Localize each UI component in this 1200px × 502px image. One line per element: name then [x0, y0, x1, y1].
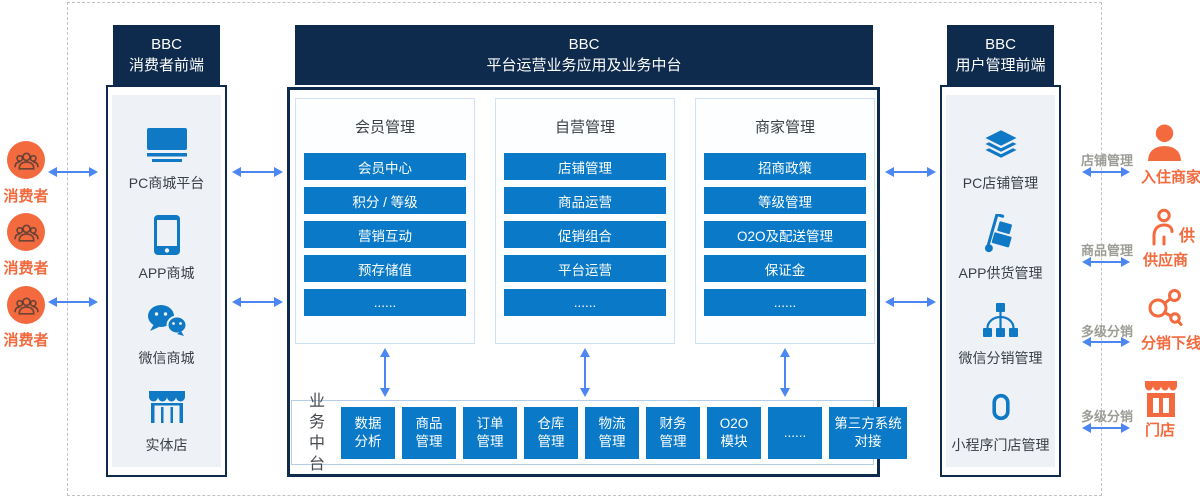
arrow-admin-to-store-icon [1090, 427, 1122, 429]
supplier-side-char: 供 [1179, 228, 1196, 245]
middle-platform-label: 业务 中台 [309, 392, 326, 473]
arrow-column-to-platform-icon [584, 356, 586, 389]
consumers-icon [7, 286, 45, 324]
arrow-column-to-platform-icon [384, 356, 386, 389]
platform-center-header: BBC 平台运营业务应用及业务中台 [295, 25, 873, 85]
wechat-mall-icon [112, 300, 221, 340]
panel-item-app-supply: APP供货管理 [946, 214, 1055, 283]
panel-item-label: 微信分销管理 [958, 350, 1043, 366]
store-label: 门店 [1145, 422, 1176, 439]
arrow-center-to-admin-icon [893, 301, 928, 303]
module-chip: 会员中心 [304, 153, 466, 180]
supplier-label: 供应商 [1143, 252, 1189, 269]
panel-item-label: APP商城 [138, 265, 195, 281]
merchant-icon [1146, 123, 1183, 167]
consumer-frontend-panel: PC商城平台 APP商城 [106, 85, 227, 477]
consumers-icon [7, 141, 45, 179]
layers-icon [946, 125, 1055, 165]
panel-item-label: PC店铺管理 [962, 175, 1039, 191]
panel-item-label: 微信商城 [138, 350, 195, 366]
merchant-label: 入住商家 [1141, 169, 1200, 186]
arrow-column-to-platform-icon [784, 356, 786, 389]
panel-item-app-mall: APP商城 [112, 215, 221, 283]
diagram-boundary [67, 2, 1102, 496]
hierarchy-icon [946, 300, 1055, 340]
panel-item-miniprogram-store: 小程序门店管理 [946, 387, 1055, 455]
arrow-admin-to-supplier-icon [1090, 261, 1122, 263]
panel-item-wechat-distribution: 微信分销管理 [946, 300, 1055, 368]
arrow-caption: 店铺管理 [1080, 153, 1133, 168]
platform-module: 财务 管理 [646, 406, 701, 459]
module-chip: 预存储值 [304, 255, 466, 282]
distributor-label: 分销下线 [1141, 335, 1200, 352]
panel-item-pc-mall: PC商城平台 [112, 125, 221, 193]
share-icon [1147, 289, 1183, 332]
middle-platform-row: 业务 中台 数据 分析 商品 管理 订单 管理 仓库 管理 物流 管理 财务 管… [291, 393, 908, 473]
module-chip: ...... [304, 289, 466, 316]
column-title: 商家管理 [754, 118, 815, 136]
arrow-admin-to-distributor-icon [1090, 341, 1122, 343]
module-chip: ...... [704, 289, 866, 316]
app-mall-icon [112, 215, 221, 255]
self-operation-column: 自营管理 店铺管理 商品运营 促销组合 平台运营 ...... [495, 98, 675, 344]
platform-module: 仓库 管理 [524, 406, 579, 459]
consumer-label: 消费者 [3, 260, 49, 277]
module-chip: 保证金 [704, 255, 866, 282]
panel-item-label: 实体店 [145, 437, 188, 453]
panel-item-label: PC商城平台 [128, 175, 205, 191]
module-chip: 积分 / 等级 [304, 187, 466, 214]
platform-center-panel: 会员管理 会员中心 积分 / 等级 营销互动 预存储值 ...... 自营管理 … [287, 87, 908, 477]
module-chip: 商品运营 [504, 187, 666, 214]
consumer-label: 消费者 [3, 188, 49, 205]
platform-module: 商品 管理 [402, 406, 457, 459]
panel-item-label: APP供货管理 [958, 265, 1043, 281]
user-admin-frontend-panel: PC店铺管理 APP供货管理 [940, 85, 1061, 477]
consumer-frontend-panel-inner: PC商城平台 APP商城 [112, 95, 221, 467]
module-chip: 等级管理 [704, 187, 866, 214]
pc-mall-icon [112, 125, 221, 165]
platform-module: 物流 管理 [585, 406, 640, 459]
store-front-icon [112, 387, 221, 427]
arrow-frontend-to-center-icon [240, 171, 275, 173]
column-title: 自营管理 [554, 118, 615, 136]
arrow-caption: 多级分销 [1080, 409, 1133, 424]
arrow-consumer-to-frontend-icon [56, 301, 90, 303]
consumers-icon [7, 213, 45, 251]
miniprogram-icon [946, 387, 1055, 427]
platform-module: 第三方系统 对接 [829, 406, 908, 459]
arrow-center-to-admin-icon [893, 171, 928, 173]
platform-module: 订单 管理 [463, 406, 518, 459]
platform-module: 数据 分析 [341, 406, 396, 459]
platform-module: ...... [768, 406, 823, 459]
trolley-icon [946, 214, 1055, 255]
supplier-icon [1147, 208, 1177, 253]
arrow-caption: 商品管理 [1080, 243, 1133, 258]
arrow-caption: 多级分销 [1080, 324, 1133, 339]
arrow-admin-to-merchant-icon [1090, 171, 1122, 173]
merchant-management-column: 商家管理 招商政策 等级管理 O2O及配送管理 保证金 ...... [695, 98, 875, 344]
panel-item-wechat-mall: 微信商城 [112, 300, 221, 368]
module-chip: ...... [504, 289, 666, 316]
arrow-consumer-to-frontend-icon [56, 171, 90, 173]
panel-item-physical-store: 实体店 [112, 387, 221, 455]
shop-icon [1142, 379, 1180, 424]
user-admin-frontend-header: BBC 用户管理前端 [947, 25, 1054, 85]
platform-module: O2O 模块 [707, 406, 762, 459]
consumer-label: 消费者 [3, 332, 49, 349]
panel-item-pc-shop: PC店铺管理 [946, 125, 1055, 193]
module-chip: 平台运营 [504, 255, 666, 282]
user-admin-panel-inner: PC店铺管理 APP供货管理 [946, 95, 1055, 467]
arrow-frontend-to-center-icon [240, 301, 275, 303]
member-management-column: 会员管理 会员中心 积分 / 等级 营销互动 预存储值 ...... [295, 98, 475, 344]
module-chip: 营销互动 [304, 221, 466, 248]
module-chip: 促销组合 [504, 221, 666, 248]
module-chip: 店铺管理 [504, 153, 666, 180]
module-chip: O2O及配送管理 [704, 221, 866, 248]
panel-item-label: 小程序门店管理 [951, 437, 1050, 453]
consumer-frontend-header: BBC 消费者前端 [113, 25, 220, 85]
module-chip: 招商政策 [704, 153, 866, 180]
column-title: 会员管理 [354, 118, 415, 136]
